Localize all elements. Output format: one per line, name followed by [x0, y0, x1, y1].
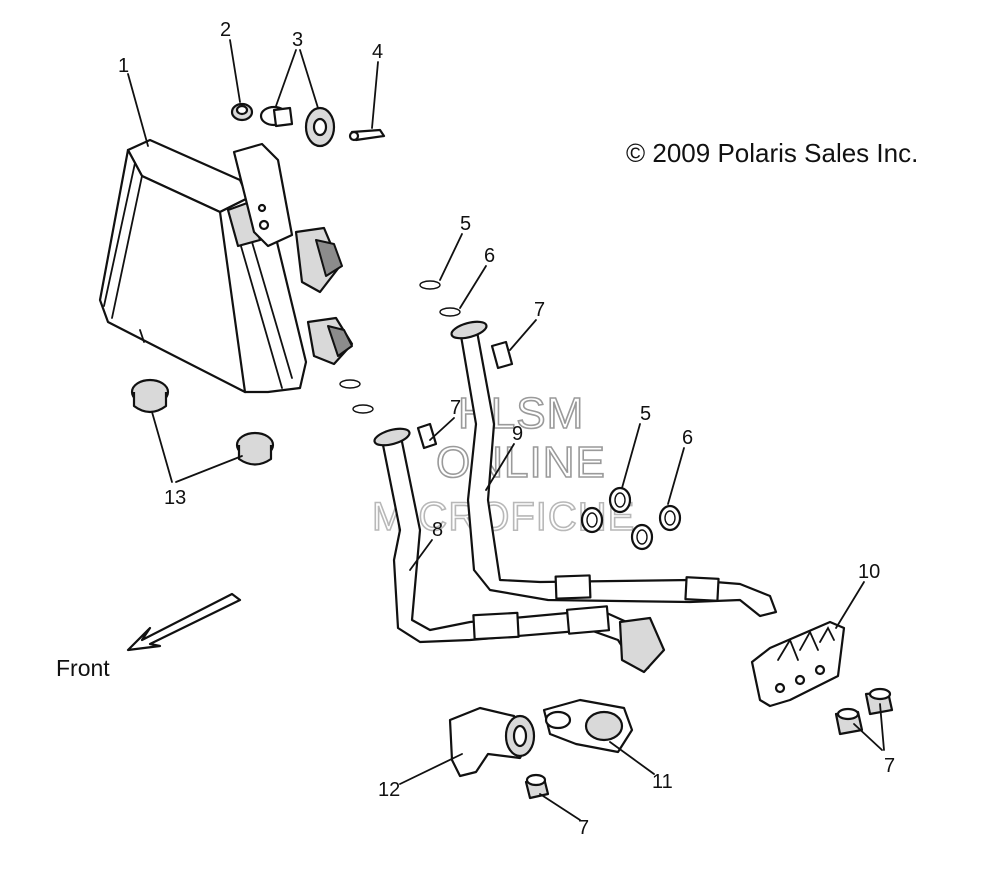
callout-11: 11 — [652, 771, 673, 793]
callout-6a: 6 — [484, 245, 495, 267]
mounting-bracket-plate — [750, 620, 846, 708]
callout-leader-lines — [127, 39, 885, 821]
pin — [348, 128, 386, 142]
callout-numbers: 1 2 3 4 5 6 7 7 9 5 6 8 10 13 7 11 12 7 — [118, 19, 895, 839]
oil-lines — [373, 320, 778, 674]
rubber-grommets — [130, 378, 275, 466]
callout-1: 1 — [118, 55, 129, 77]
washer-and-grommet — [259, 105, 336, 148]
callout-5b: 5 — [640, 403, 651, 425]
callout-3: 3 — [292, 29, 303, 51]
callout-7b: 7 — [450, 397, 461, 419]
line-clamp — [542, 698, 634, 754]
front-direction-arrow — [126, 592, 242, 652]
watermark-line-2: ONLINE — [436, 438, 606, 487]
sealing-washers — [580, 486, 682, 551]
callout-9: 9 — [512, 423, 523, 445]
callout-8: 8 — [432, 519, 443, 541]
callout-7c: 7 — [884, 755, 895, 777]
bolt-bottom — [524, 773, 550, 800]
callout-7a: 7 — [534, 299, 545, 321]
callout-7d: 7 — [578, 817, 589, 839]
line-clamp-bracket — [448, 706, 536, 778]
o-rings-cooler-side — [339, 280, 461, 414]
oil-cooler-radiator — [98, 138, 354, 394]
hollow-bolts-upper — [416, 340, 514, 450]
callout-10: 10 — [858, 561, 880, 583]
copyright-notice: © 2009 Polaris Sales Inc. — [626, 138, 918, 168]
callout-5a: 5 — [460, 213, 471, 235]
bolts-right — [834, 687, 894, 736]
callout-4: 4 — [372, 41, 383, 63]
front-label: Front — [56, 655, 110, 681]
callout-6b: 6 — [682, 427, 693, 449]
nut — [230, 102, 254, 122]
callout-2: 2 — [220, 19, 231, 41]
callout-13: 13 — [164, 487, 186, 509]
callout-12: 12 — [378, 779, 400, 801]
